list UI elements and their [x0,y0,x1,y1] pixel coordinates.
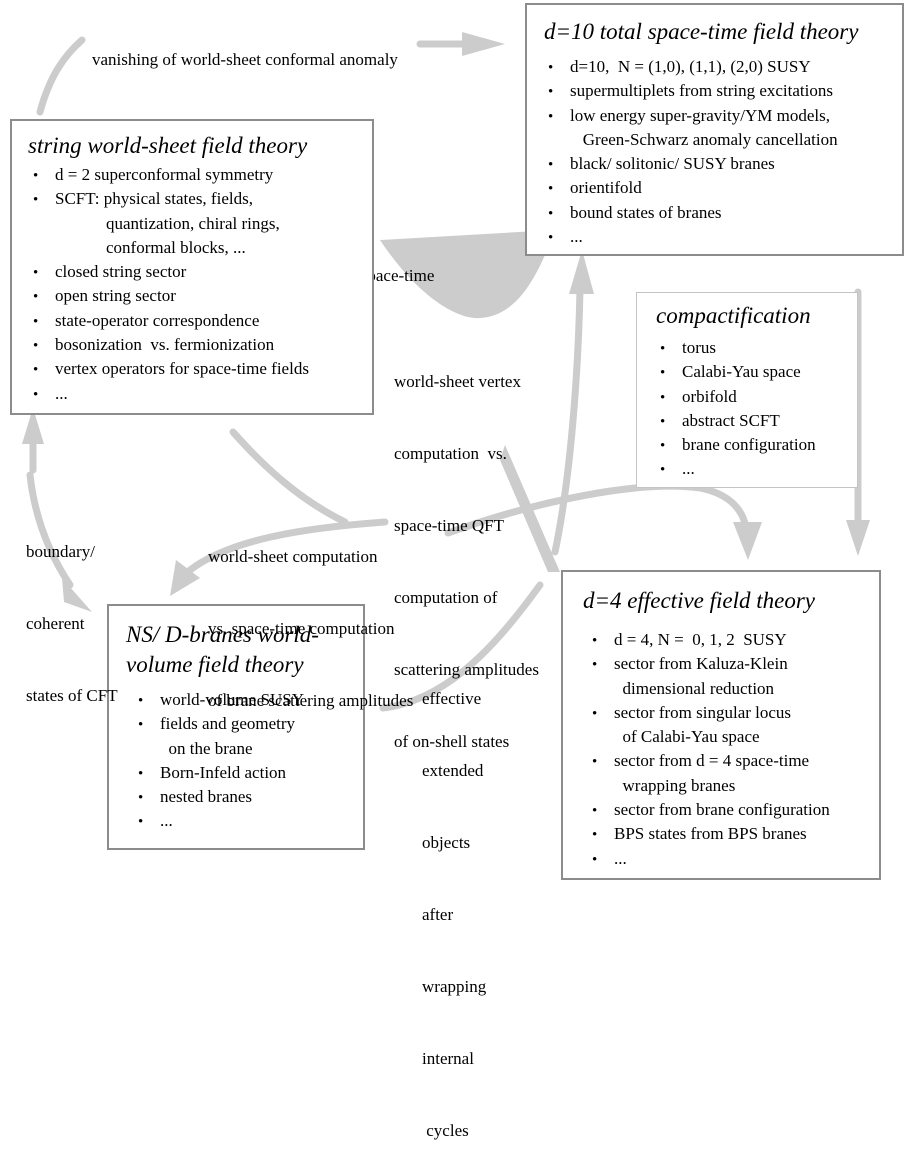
annotation-line: world-sheet computation [208,547,378,566]
list-item: black/ solitonic/ SUSY branes [545,152,838,178]
arrow-to-d10-up [551,286,584,556]
box-d4-effective-theory: d=4 effective field theory d = 4, N = 0,… [561,570,881,880]
list-item: orbifold [657,385,816,411]
annotation-line: computation vs. [394,444,507,463]
annotation-line: effective [422,689,482,708]
annotation-line: computation of [394,588,498,607]
annotation-brane-scattering: world-sheet computation vs. space-time c… [208,497,413,737]
item-list: world-volume SUSY fields and geometry on… [135,688,304,835]
list-item: world-volume SUSY [135,688,304,714]
list-item: bound states of branes [545,201,838,227]
arrow-worldsheet-up [36,36,86,116]
box-d10-field-theory: d=10 total space-time field theory d=10,… [525,3,904,256]
list-item: sector from singular locus of Calabi-Yau… [589,701,830,750]
annotation-line: of on-shell states [394,732,510,751]
arrow-worldsheet-to-annotation [229,428,349,526]
arrowhead-d10 [462,32,505,56]
annotation-line: boundary/ [26,542,95,561]
box-worldsheet-field-theory: string world-sheet field theory d = 2 su… [10,119,374,415]
arrowhead-annotation-branes [170,560,200,596]
list-item: d = 4, N = 0, 1, 2 SUSY [589,628,830,654]
arrow-annotation-to-branes [186,518,389,574]
list-item: torus [657,336,816,362]
arrowhead-branes-left [62,578,92,612]
list-item: sector from d = 4 space-time wrapping br… [589,749,830,798]
annotation-line: coherent [26,614,85,633]
annotation-line: vs. space-time computation [208,619,395,638]
list-item: fields and geometry on the brane [135,712,304,761]
list-item: Born-Infeld action [135,761,304,787]
list-item: vertex operators for space-time fields [30,357,309,383]
list-item: orientifold [545,176,838,202]
box-compactification: compactification torus Calabi-Yau space … [636,292,858,488]
box-title: compactification [656,303,811,328]
funnel-shape [380,230,555,319]
arrowhead-center-d4 [733,522,762,560]
box-title: d=10 total space-time field theory [544,19,859,44]
list-item: d=10, N = (1,0), (1,1), (2,0) SUSY [545,55,838,81]
annotation-line: after [422,905,454,924]
list-item: SCFT: physical states, fields, quantizat… [30,187,309,260]
box-title-line: volume field theory [126,652,304,677]
list-item: open string sector [30,284,309,310]
annotation-line: states of CFT [26,686,118,705]
item-list: d=10, N = (1,0), (1,1), (2,0) SUSY super… [545,55,838,251]
annotation-effective-objects: effective extended objects after wrappin… [422,639,486,1167]
arrowhead-branes-up [22,408,44,444]
list-item: bosonization vs. fermionization [30,333,309,359]
list-item: sector from Kaluza-Klein dimensional red… [589,652,830,701]
list-item: BPS states from BPS branes [589,822,830,848]
arrow-worldsheet-to-branes [26,471,74,589]
arrowhead-d4-down [846,520,870,556]
list-item: ... [589,847,830,873]
list-item: state-operator correspondence [30,309,309,335]
list-item: ... [135,809,304,835]
annotation-line: scattering amplitudes [394,660,539,679]
list-item: ... [545,225,838,251]
list-item: sector from brane configuration [589,798,830,824]
funnel-stem [500,445,560,572]
box-brane-worldvolume-theory: NS/ D-branes world- volume field theory … [107,604,365,850]
list-item: supermultiplets from string excitations [545,79,838,105]
annotation-line: wrapping [422,977,487,996]
box-title-line: NS/ D-branes world- [126,622,319,647]
list-item: low energy super-gravity/YM models, Gree… [545,104,838,153]
list-item: ... [30,382,309,408]
annotation-line: world-sheet vertex [394,372,521,391]
list-item: Calabi-Yau space [657,360,816,386]
item-list: d = 4, N = 0, 1, 2 SUSY sector from Kalu… [589,628,830,873]
item-list: torus Calabi-Yau space orbifold abstract… [657,336,816,483]
list-item: brane configuration [657,433,816,459]
list-item: ... [657,457,816,483]
annotation-vertex-computation: world-sheet vertex computation vs. space… [394,322,539,778]
annotation-boundary-states: boundary/ coherent states of CFT [26,492,118,732]
box-title: d=4 effective field theory [583,588,816,613]
list-item: d = 2 superconformal symmetry [30,163,309,189]
annotation-line: extended [422,761,484,780]
arrow-branes-to-center [379,581,544,712]
annotation-line: objects [422,833,471,852]
annotation-line: of brane scattering amplitudes [208,691,414,710]
list-item: abstract SCFT [657,409,816,435]
list-item: closed string sector [30,260,309,286]
box-title: string world-sheet field theory [28,133,308,158]
annotation-line: space-time QFT [394,516,504,535]
annotation-line: vanishing of world-sheet conformal anoma… [92,50,398,69]
item-list: d = 2 superconformal symmetry SCFT: phys… [30,163,309,408]
flow-arrows [22,32,870,712]
list-item: nested branes [135,785,304,811]
annotation-line: cycles [422,1121,469,1140]
arrowhead-d10-up [569,250,594,294]
annotation-line: internal [422,1049,474,1068]
